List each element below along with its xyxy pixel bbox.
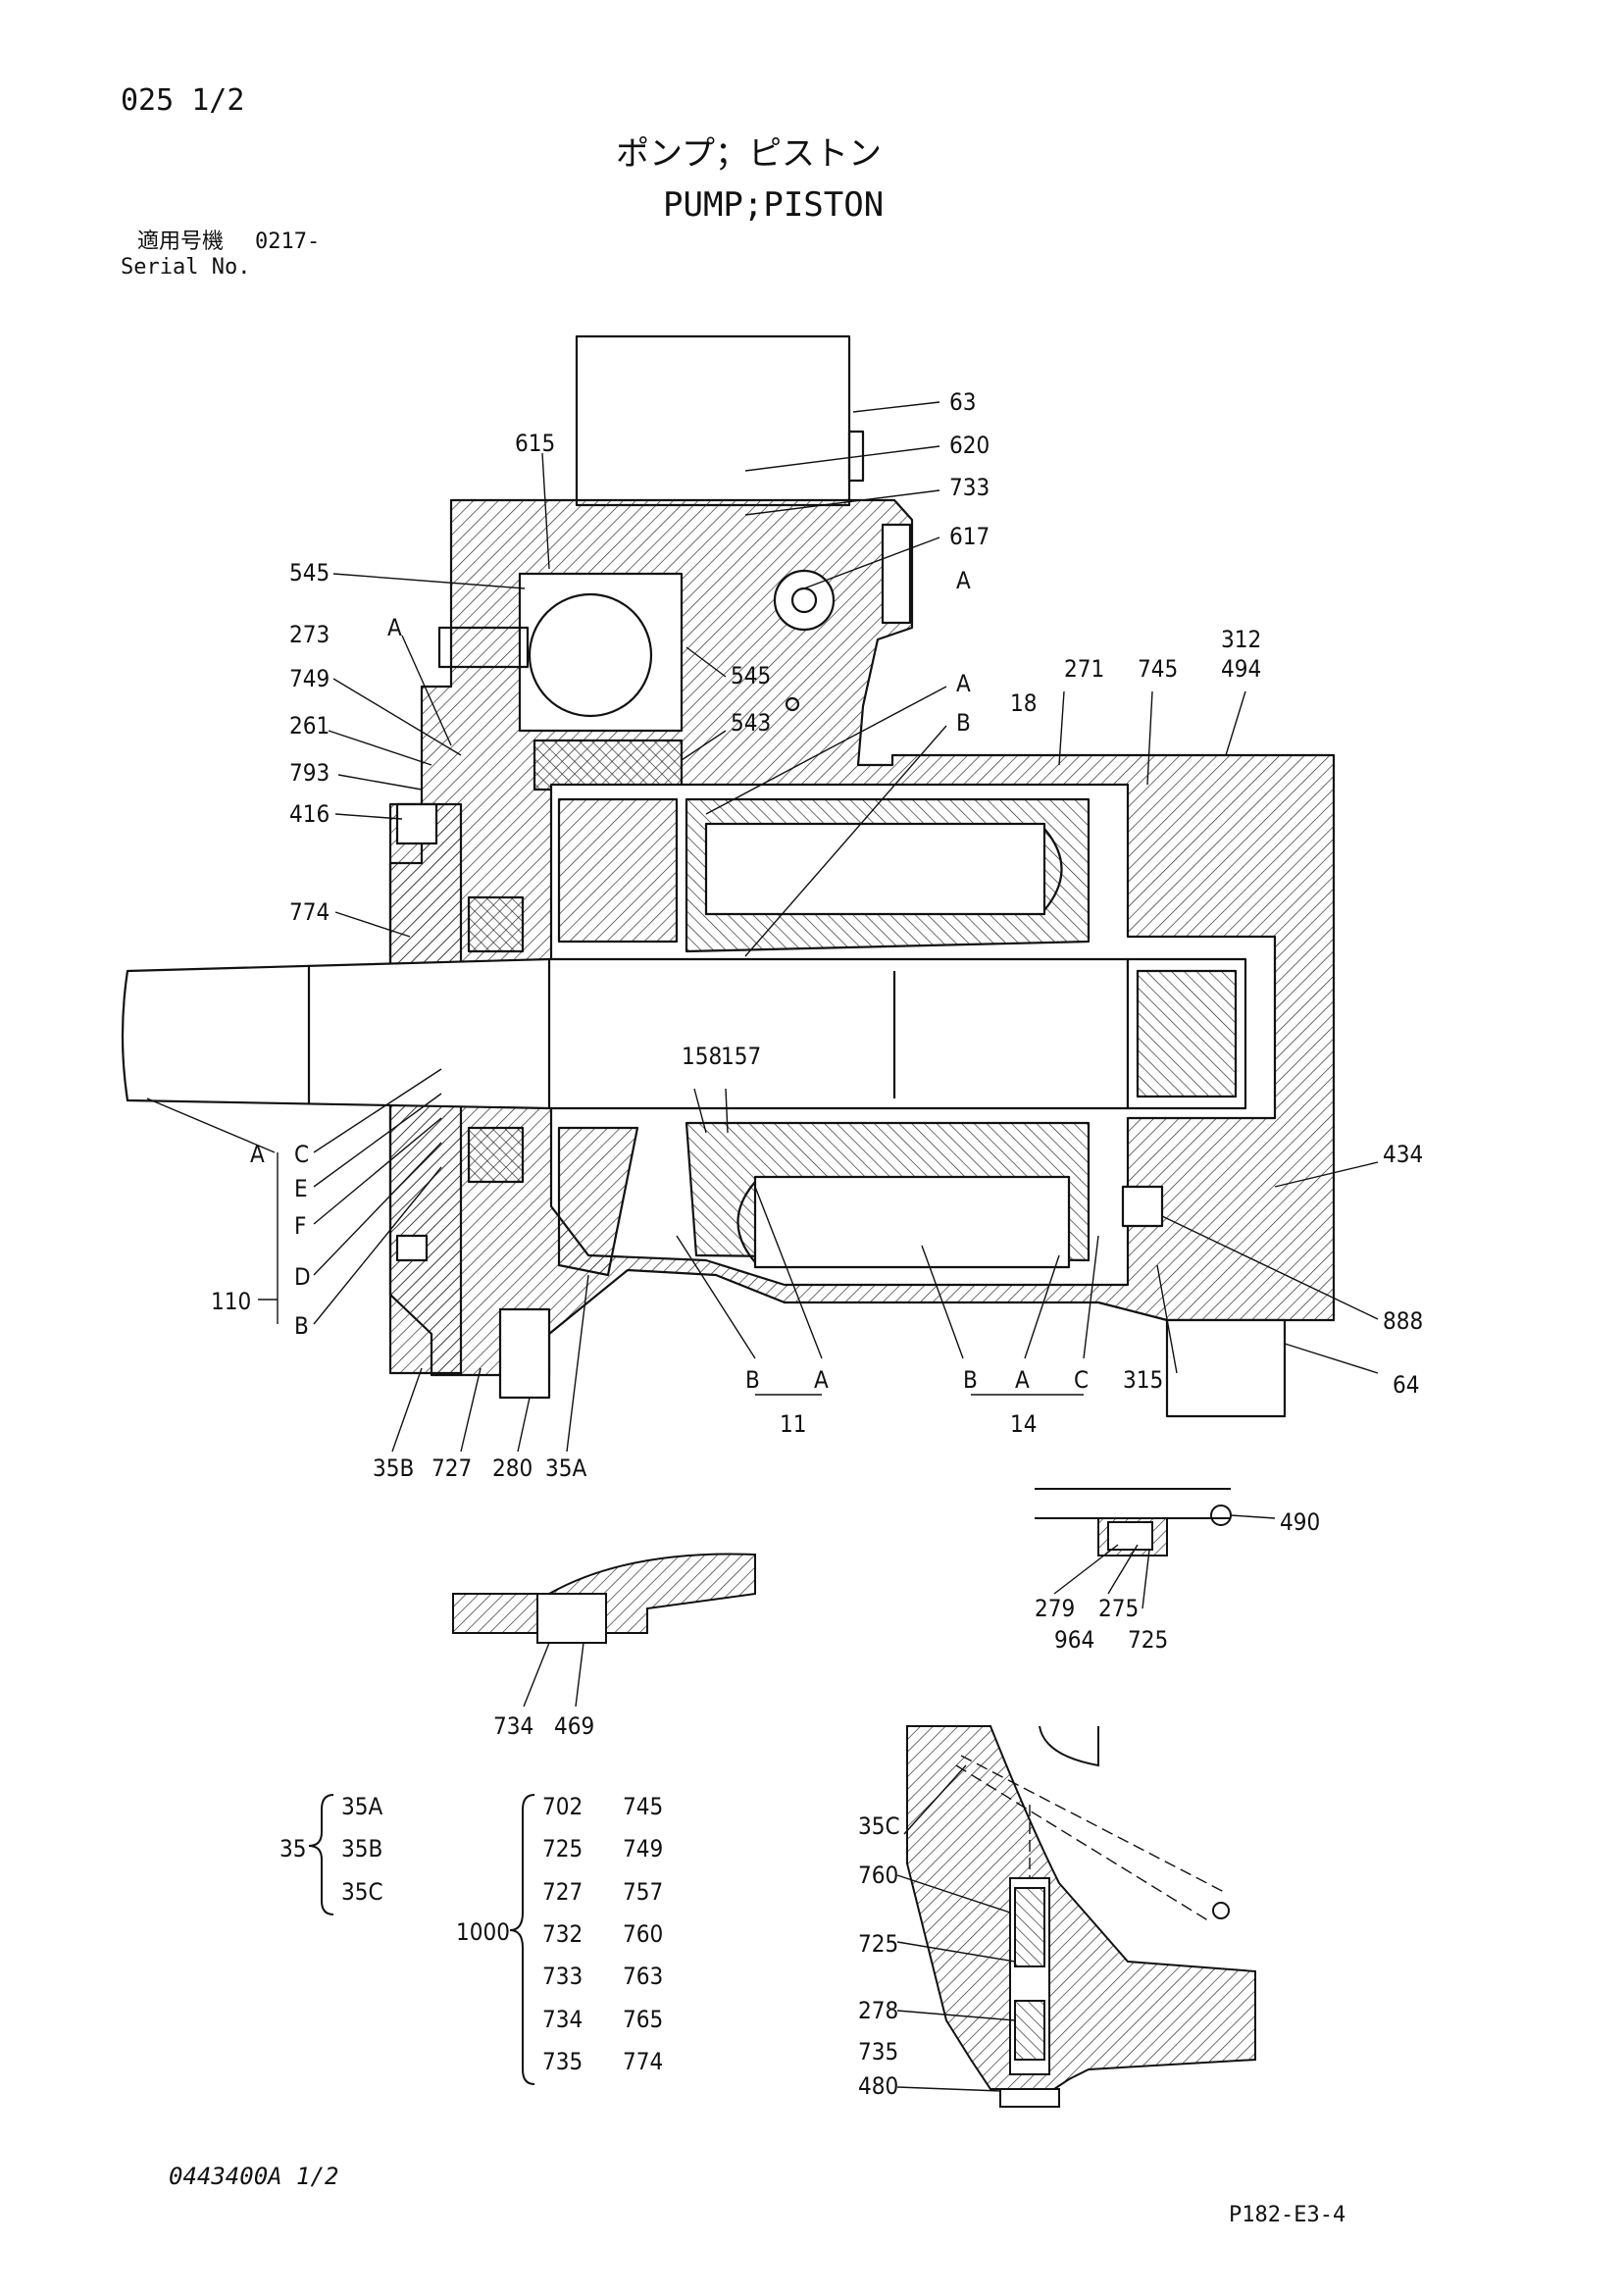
callout: 275	[1098, 1595, 1139, 1622]
kit-35-label: 35	[279, 1835, 306, 1862]
callout: 279	[1035, 1595, 1075, 1622]
callout: 18	[1010, 689, 1037, 717]
callout: 157	[721, 1043, 761, 1070]
kit-35-item: 35C	[341, 1878, 383, 1906]
kit-1000-item: 760	[623, 1920, 663, 1948]
callout: C	[294, 1141, 309, 1168]
callout: 888	[1383, 1307, 1423, 1335]
callout: 735	[858, 2038, 898, 2066]
callout: 35A	[545, 1454, 586, 1482]
callout: B	[745, 1366, 760, 1394]
kit-1000-item: 734	[542, 2006, 583, 2033]
callout: 964	[1054, 1626, 1094, 1654]
callout: B	[956, 709, 971, 737]
callout: A	[956, 670, 971, 697]
callout: 760	[858, 1862, 898, 1889]
drawing-number: 0443400A 1/2	[169, 2163, 339, 2190]
callout: 733	[949, 474, 990, 501]
kit-1000-item: 763	[623, 1963, 663, 1990]
kit-1000-item: 735	[542, 2048, 583, 2075]
callout: 110	[211, 1288, 251, 1315]
callout: A	[814, 1366, 829, 1394]
callout: 64	[1393, 1371, 1419, 1399]
callout: C	[1074, 1366, 1089, 1394]
callout: 315	[1123, 1366, 1163, 1394]
kit-1000-item: 733	[542, 1963, 583, 1990]
callout: 35B	[373, 1454, 414, 1482]
kit-1000-item: 749	[623, 1835, 663, 1862]
callout: 271	[1064, 655, 1104, 683]
callout: A	[387, 614, 402, 641]
serial-value: 0217-	[255, 230, 321, 254]
callout: 725	[858, 1930, 898, 1958]
callout: 278	[858, 1997, 898, 2024]
callout: 434	[1383, 1141, 1423, 1168]
callout: A	[956, 567, 971, 594]
callout: D	[294, 1263, 311, 1291]
callout: 745	[1138, 655, 1178, 683]
kit-1000-item: 732	[542, 1920, 583, 1948]
title-english: PUMP;PISTON	[663, 185, 885, 225]
callout: 273	[289, 621, 330, 648]
kit-35-item: 35B	[341, 1835, 382, 1862]
callout: 617	[949, 523, 990, 550]
callout: 793	[289, 759, 330, 787]
kit-1000-item: 774	[623, 2048, 663, 2075]
serial-label-jp: 適用号機	[137, 230, 225, 254]
callout: 734	[493, 1712, 533, 1740]
kit-1000-item: 757	[623, 1878, 663, 1906]
callout: 469	[554, 1712, 594, 1740]
kit-1000-item: 745	[623, 1793, 663, 1820]
callout: A	[250, 1141, 265, 1168]
callout: 615	[515, 430, 555, 457]
kit-1000-item: 765	[623, 2006, 663, 2033]
callout: 490	[1280, 1508, 1320, 1536]
callout: 543	[731, 709, 771, 737]
callout: B	[294, 1312, 309, 1340]
page-reference: 025 1/2	[121, 83, 245, 118]
callout: 620	[949, 432, 990, 459]
callout: 749	[289, 665, 330, 692]
kit-1000-label: 1000	[456, 1918, 510, 1946]
callout: 416	[289, 800, 330, 828]
serial-label-en: Serial No.	[121, 255, 251, 280]
callout: 63	[949, 388, 976, 416]
callout: 312	[1221, 626, 1261, 653]
callout: 158	[682, 1043, 722, 1070]
page-code: P182-E3-4	[1229, 2203, 1346, 2227]
title-japanese: ポンプ；ピストン	[616, 134, 882, 174]
kit-1000-item: 727	[542, 1878, 583, 1906]
callout: 494	[1221, 655, 1261, 683]
callout: 14	[1010, 1410, 1037, 1438]
callout: 545	[731, 662, 771, 689]
callout: 261	[289, 712, 330, 740]
callout: 725	[1128, 1626, 1168, 1654]
callout: 727	[431, 1454, 472, 1482]
callout: 280	[492, 1454, 533, 1482]
callout: 11	[780, 1410, 806, 1438]
callout: 35C	[858, 1812, 900, 1840]
callout: 774	[289, 898, 330, 926]
kit-35-item: 35A	[341, 1793, 382, 1820]
callout: F	[294, 1212, 306, 1240]
kit-1000-item: 702	[542, 1793, 583, 1820]
callout: A	[1015, 1366, 1030, 1394]
callout: 480	[858, 2072, 898, 2100]
callout: B	[963, 1366, 978, 1394]
kit-1000-item: 725	[542, 1835, 583, 1862]
callout: E	[294, 1175, 308, 1202]
callout: 545	[289, 559, 330, 587]
